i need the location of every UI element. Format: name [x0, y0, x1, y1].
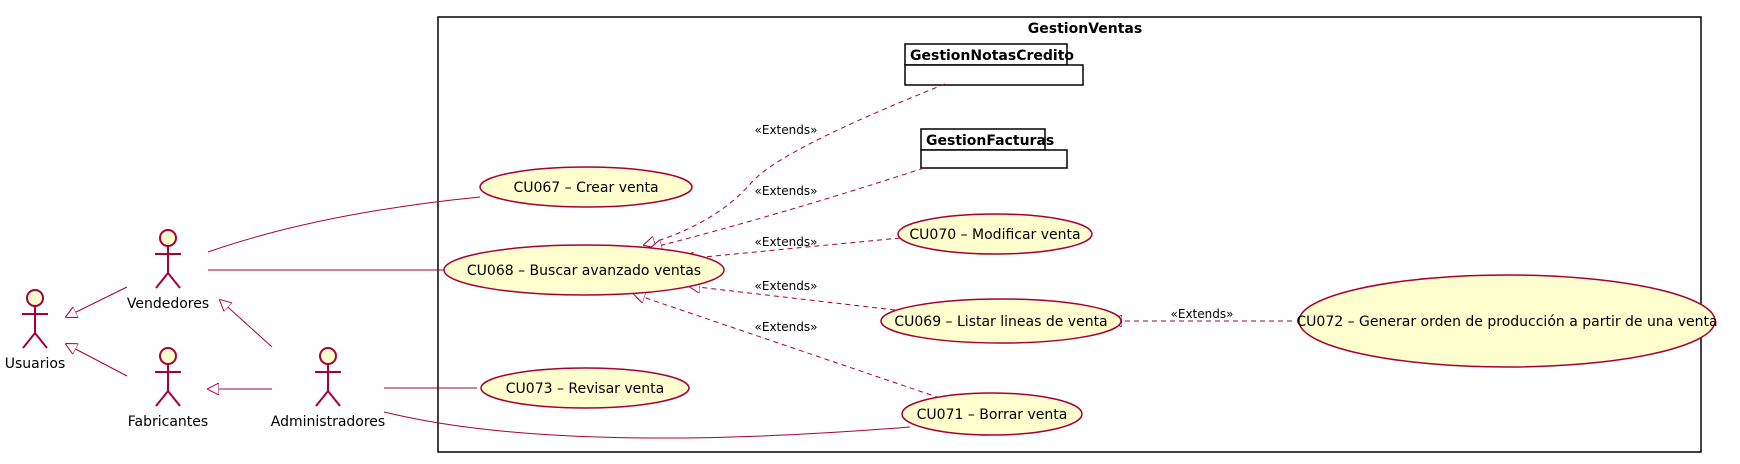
actor-head [26, 289, 44, 307]
generalizations [66, 286, 273, 389]
actor-head [319, 347, 337, 365]
usecase-label: CU071 – Borrar venta [917, 407, 1068, 423]
actor-head [159, 347, 177, 365]
extends-label: «Extends» [755, 320, 818, 334]
extends-label: «Extends» [755, 279, 818, 293]
usecase-cu070[interactable]: CU070 – Modificar venta [897, 213, 1093, 255]
usecase-label: CU073 – Revisar venta [506, 381, 664, 397]
associations [207, 196, 911, 439]
extends-facturas-cu068 [651, 167, 925, 248]
usecase-label: CU069 – Listar lineas de venta [894, 314, 1107, 330]
package-gestionfacturas[interactable]: GestionFacturas [920, 128, 1068, 169]
actor-vendedores[interactable]: Vendedores [127, 229, 209, 312]
usecase-cu071[interactable]: CU071 – Borrar venta [901, 392, 1083, 436]
actor-head [159, 229, 177, 247]
actor-fabricantes[interactable]: Fabricantes [128, 347, 208, 430]
package-label: GestionFacturas [926, 133, 1054, 149]
gen-administradores-vendedores [220, 300, 273, 348]
extends-label: «Extends» [755, 235, 818, 249]
extends-label: «Extends» [1171, 307, 1234, 321]
actor-body [155, 246, 181, 289]
usecase-label: CU067 – Crear venta [513, 180, 658, 196]
extends-relations [634, 83, 1292, 399]
actor-label: Vendedores [127, 296, 209, 312]
extends-labels: «Extends» «Extends» «Extends» «Extends» … [755, 123, 1234, 334]
actor-label: Administradores [271, 414, 385, 430]
usecase-cu069[interactable]: CU069 – Listar lineas de venta [880, 298, 1122, 344]
extends-label: «Extends» [755, 123, 818, 137]
actor-body [22, 306, 48, 349]
actor-label: Fabricantes [128, 414, 208, 430]
usecase-cu068[interactable]: CU068 – Buscar avanzado ventas [443, 244, 725, 296]
actor-body [155, 364, 181, 407]
gen-vendedores-usuarios [66, 286, 128, 317]
package-label: GestionNotasCredito [910, 48, 1074, 64]
actor-label: Usuarios [5, 356, 66, 372]
actor-usuarios[interactable]: Usuarios [5, 289, 66, 372]
package-gestionnotascredito[interactable]: GestionNotasCredito [904, 43, 1084, 86]
assoc-administradores-cu071 [383, 411, 911, 439]
extends-cu070-cu068 [683, 237, 901, 259]
usecase-label: CU072 – Generar orden de producción a pa… [1296, 314, 1717, 330]
usecase-cu067[interactable]: CU067 – Crear venta [479, 166, 693, 208]
usecase-label: CU068 – Buscar avanzado ventas [467, 263, 701, 279]
actor-administradores[interactable]: Administradores [271, 347, 385, 430]
usecase-cu073[interactable]: CU073 – Revisar venta [480, 367, 690, 409]
extends-cu069-cu068 [689, 286, 896, 311]
extends-label: «Extends» [755, 184, 818, 198]
gen-fabricantes-usuarios [66, 344, 128, 377]
actor-body [315, 364, 341, 407]
assoc-vendedores-cu067 [207, 196, 481, 253]
usecase-cu072[interactable]: CU072 – Generar orden de producción a pa… [1296, 274, 1718, 368]
boundary-title: GestionVentas [1028, 21, 1142, 37]
usecase-label: CU070 – Modificar venta [909, 227, 1080, 243]
